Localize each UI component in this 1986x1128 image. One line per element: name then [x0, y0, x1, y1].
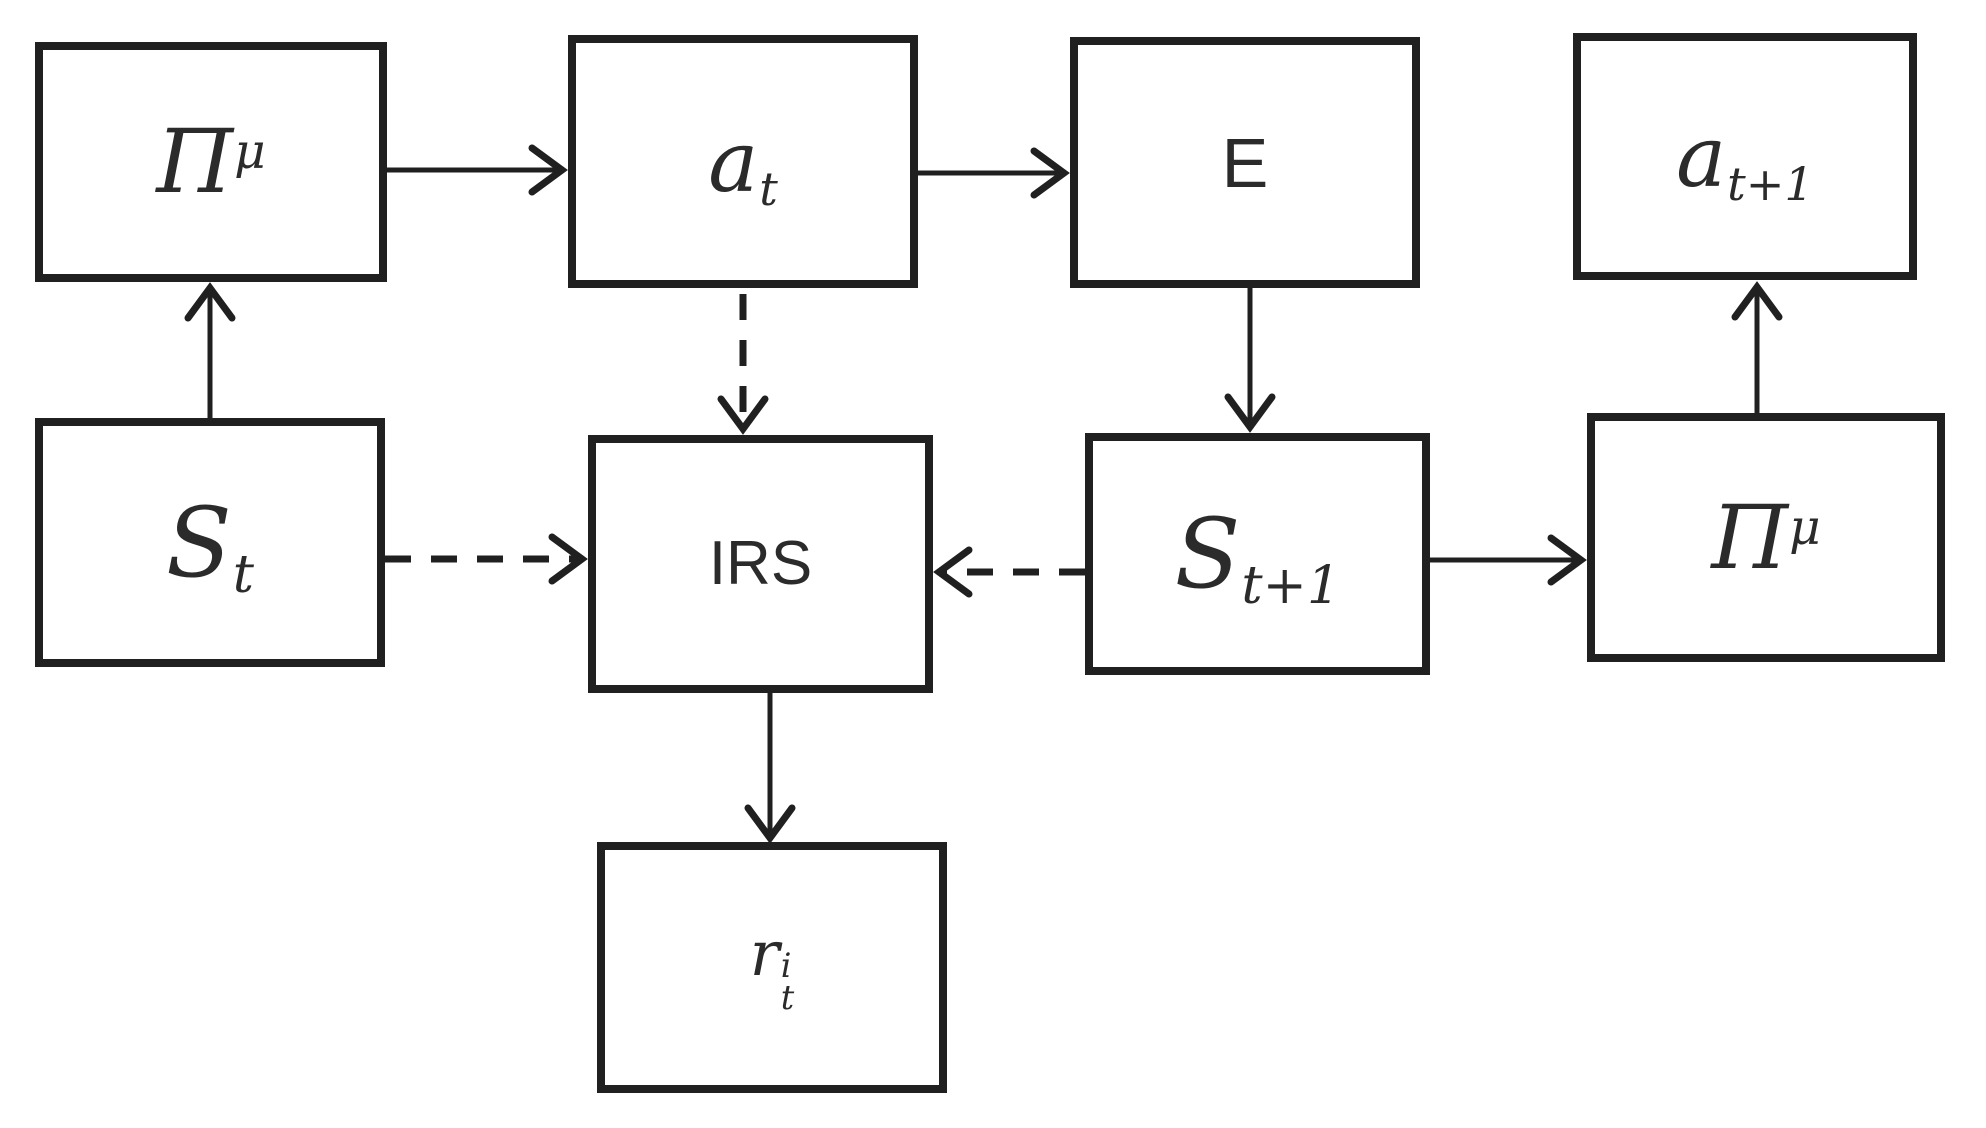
node-label: E	[1222, 128, 1269, 198]
arrowhead-icon	[548, 533, 588, 585]
edge-action-t-to-irs	[717, 294, 769, 435]
label-superscript: μ	[234, 123, 266, 180]
node-irs: IRS	[588, 435, 933, 693]
edge-irs-to-reward-t	[744, 693, 796, 844]
label-main: Π	[156, 110, 234, 213]
label-main: a	[1676, 107, 1727, 206]
label-subscript: t+1	[1727, 156, 1814, 211]
arrowhead-icon	[528, 144, 568, 196]
node-policy-t: Πμ	[35, 42, 387, 282]
node-label: IRS	[709, 533, 812, 595]
edge-state-t-plus-1-to-irs	[933, 546, 1085, 598]
arrowhead-icon	[933, 546, 973, 598]
arrowhead-icon	[1731, 281, 1783, 321]
label-superscript: μ	[1789, 499, 1821, 556]
label-subscript: t	[232, 543, 255, 605]
label-main: S	[1174, 498, 1241, 610]
node-label: St+1	[1174, 498, 1341, 612]
node-label: Πμ	[1711, 485, 1821, 589]
node-action-t-plus-1: at+1	[1573, 33, 1917, 280]
arrowhead-icon	[1547, 534, 1587, 586]
label-subscript: t+1	[1241, 554, 1341, 616]
edge-policy-t-to-action-t	[387, 144, 568, 196]
label-main: a	[708, 112, 759, 211]
label-subscript: t	[759, 161, 778, 216]
label-superscript: i	[780, 946, 792, 986]
node-state-t: St	[35, 418, 385, 667]
label-main: E	[1221, 123, 1269, 202]
node-state-t-plus-1: St+1	[1085, 433, 1430, 675]
arrowhead-icon	[1030, 147, 1070, 199]
edge-action-t-to-environment	[918, 147, 1070, 199]
edge-state-t-to-policy-t	[184, 282, 236, 418]
node-label: St	[165, 486, 254, 601]
arrowhead-icon	[1224, 393, 1276, 433]
label-main: IRS	[708, 529, 813, 598]
edge-state-t-plus-1-to-policy-t-plus-1	[1430, 534, 1587, 586]
label-main: r	[749, 917, 780, 991]
label-main: Π	[1711, 485, 1789, 589]
label-main: S	[165, 486, 232, 599]
arrowhead-icon	[744, 804, 796, 844]
edge-environment-to-state-t-plus-1	[1224, 288, 1276, 433]
edge-state-t-to-irs	[385, 533, 588, 585]
node-action-t: at	[568, 35, 918, 288]
arrowhead-icon	[717, 395, 769, 435]
node-label: at+1	[1676, 107, 1814, 207]
node-policy-t-plus-1: Πμ	[1587, 413, 1945, 662]
edge-policy-t-plus-1-to-action-t-plus-1	[1731, 281, 1783, 413]
arrowhead-icon	[184, 282, 236, 322]
node-environment: E	[1070, 37, 1420, 288]
node-label: Πμ	[156, 118, 265, 206]
node-label: at	[708, 112, 778, 212]
label-subscript: t	[780, 978, 795, 1018]
